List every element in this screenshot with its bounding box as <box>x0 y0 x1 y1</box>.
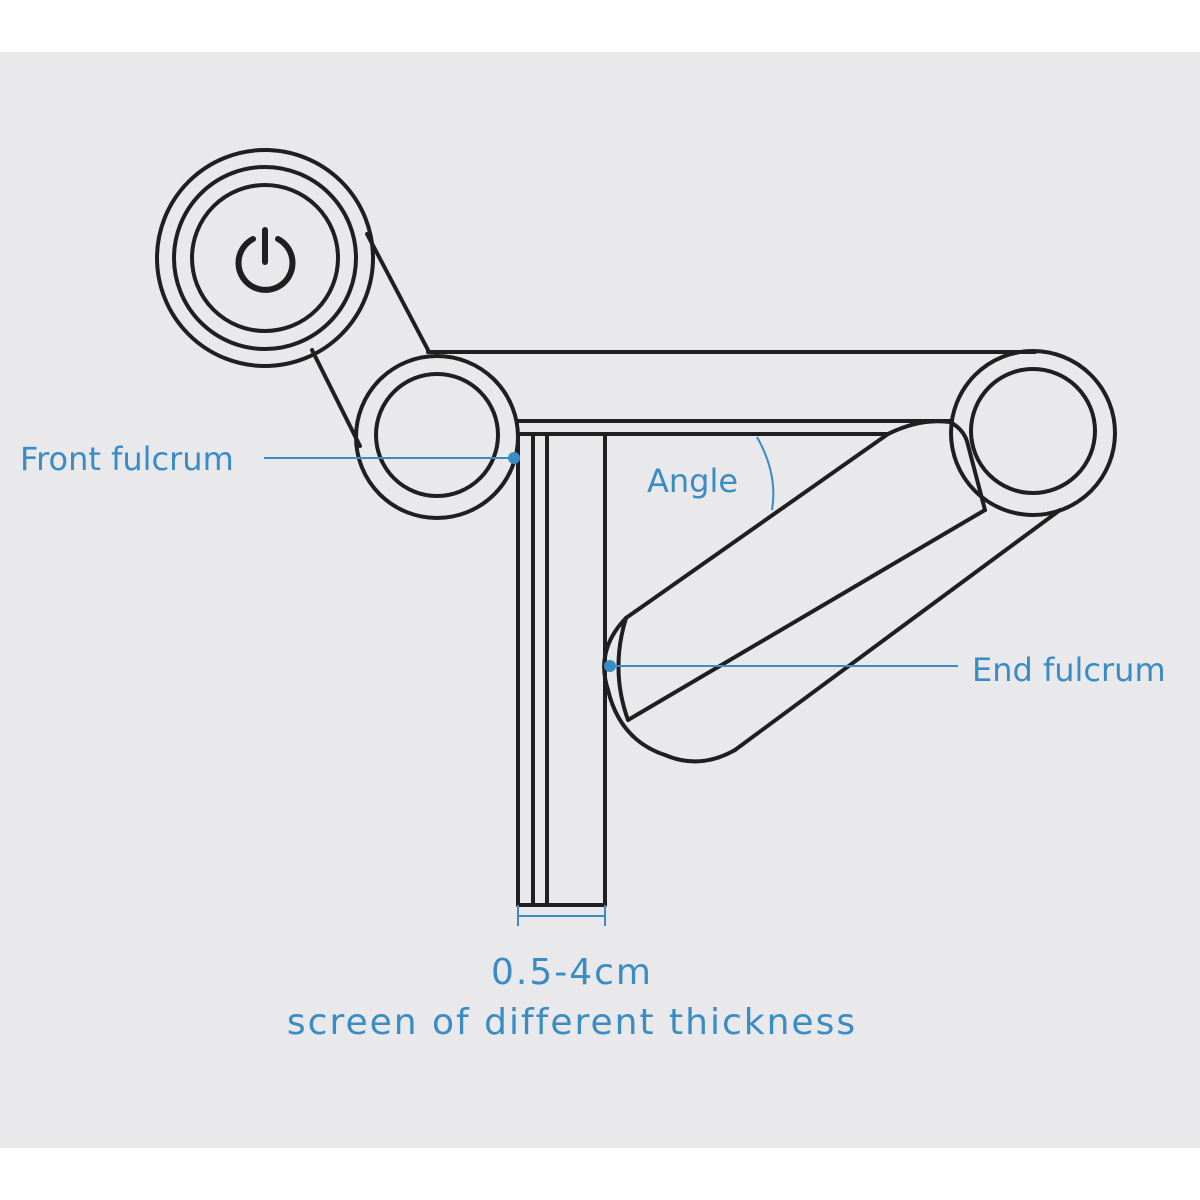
support-arm-bottom-curve <box>663 748 737 764</box>
support-arm-end-inner <box>616 616 630 722</box>
front-fulcrum-dot <box>508 452 520 464</box>
front-hinge-inner <box>374 372 500 498</box>
support-arm-upper-edge <box>624 432 890 620</box>
power-icon <box>235 227 296 293</box>
support-arm-lower-edge <box>733 508 1062 752</box>
angle-arc <box>756 436 775 511</box>
knob-middle-ring <box>172 165 358 351</box>
support-arm-middle-line <box>626 508 987 722</box>
angle-label: Angle <box>647 462 738 500</box>
rear-hinge <box>949 349 1117 517</box>
rear-hinge-inner <box>969 367 1097 495</box>
end-fulcrum-label: End fulcrum <box>972 651 1166 689</box>
rear-hinge-outer <box>949 349 1117 517</box>
knob-inner-ring <box>190 183 340 333</box>
knob-outer-ring <box>155 148 375 368</box>
front-fulcrum-label: Front fulcrum <box>20 440 234 478</box>
support-arm-top-curve <box>886 419 987 512</box>
diagram-background <box>0 52 1200 1148</box>
support-arm-end-curve <box>602 616 667 757</box>
knob-link-upper <box>365 232 430 352</box>
knob-link-lower <box>310 348 362 448</box>
end-fulcrum-dot <box>604 660 616 672</box>
thickness-caption: screen of different thickness <box>287 1002 857 1043</box>
power-knob <box>155 148 375 368</box>
support-arm <box>602 419 1062 764</box>
thickness-range-label: 0.5-4cm <box>491 952 653 993</box>
thickness-dimension <box>517 905 606 926</box>
